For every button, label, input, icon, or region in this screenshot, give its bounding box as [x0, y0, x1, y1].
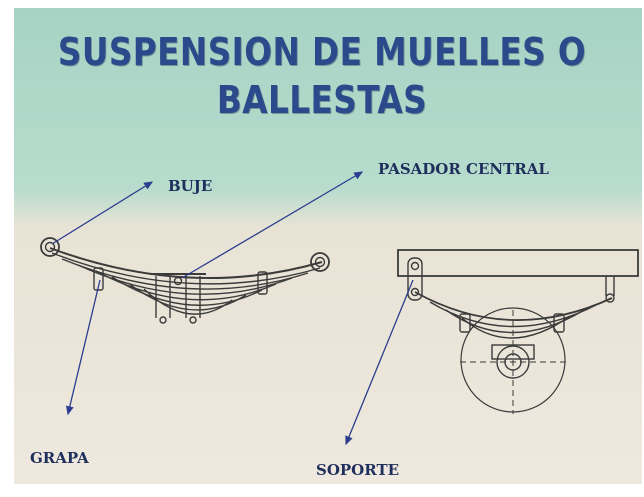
title-line-1: SUSPENSION DE MUELLES O	[57, 30, 587, 74]
label-buje: BUJE	[168, 177, 213, 195]
mounted-spring-drawing	[397, 249, 639, 414]
leaf-spring-drawing	[40, 237, 330, 324]
label-pasador-central: PASADOR CENTRAL	[378, 160, 549, 178]
board-background	[14, 8, 642, 484]
title-line-2: BALLESTAS	[216, 78, 428, 122]
arrow-soporte	[345, 279, 414, 446]
arrow-buje	[51, 181, 154, 245]
arrow-pasador-central	[181, 171, 364, 279]
label-grapa: GRAPA	[30, 449, 89, 467]
pointer-arrows	[51, 171, 414, 446]
label-soporte: SOPORTE	[316, 461, 400, 479]
arrow-grapa	[66, 279, 101, 416]
